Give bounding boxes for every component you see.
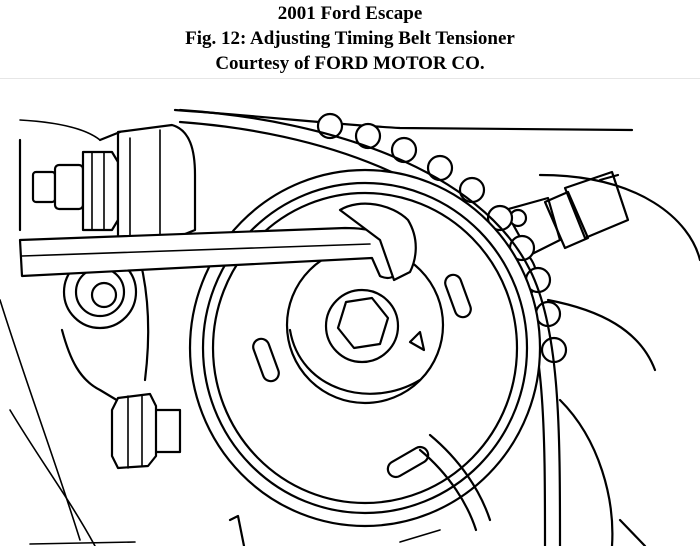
figure-header: 2001 Ford Escape Fig. 12: Adjusting Timi… bbox=[0, 0, 700, 78]
lower-left-bolt bbox=[110, 392, 182, 470]
figure-caption: Fig. 12: Adjusting Timing Belt Tensioner bbox=[185, 28, 515, 49]
vehicle-title: 2001 Ford Escape bbox=[277, 3, 423, 24]
tensioner-wrench bbox=[18, 202, 417, 282]
upper-left-bolt bbox=[31, 123, 197, 242]
diagram-svg bbox=[0, 108, 700, 546]
tensioner-diagram bbox=[0, 80, 700, 546]
header-divider bbox=[0, 78, 700, 79]
timing-belt-teeth bbox=[316, 112, 568, 364]
right-housing bbox=[538, 173, 700, 546]
lower-details bbox=[399, 433, 492, 543]
courtesy-credit: Courtesy of FORD MOTOR CO. bbox=[215, 53, 485, 74]
tensioner-hub bbox=[285, 245, 445, 405]
